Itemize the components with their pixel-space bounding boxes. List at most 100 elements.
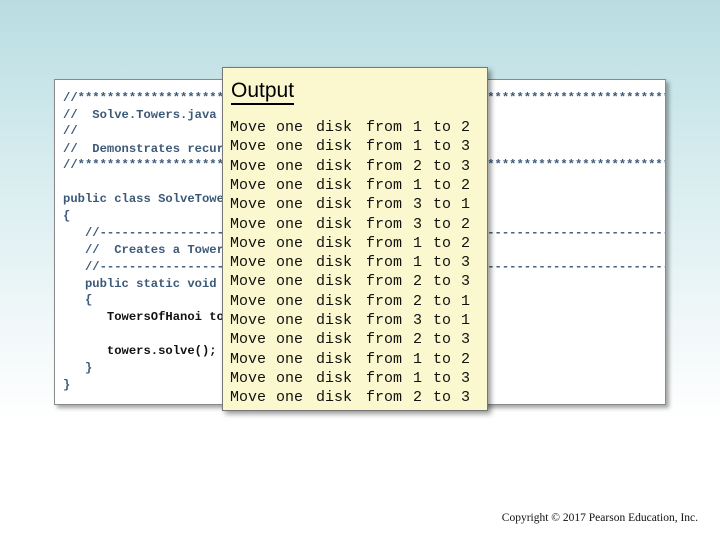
peg-from: 1: [413, 138, 423, 156]
word-disk: disk: [316, 389, 353, 407]
word-to: to: [433, 138, 452, 156]
word-move: Move: [230, 292, 267, 310]
peg-from: 3: [413, 196, 423, 214]
word-move: Move: [230, 138, 267, 156]
peg-to: 3: [461, 331, 471, 349]
word-one: one: [276, 331, 304, 349]
word-one: one: [276, 138, 304, 156]
word-disk: disk: [316, 369, 353, 387]
word-move: Move: [230, 196, 267, 214]
word-one: one: [276, 157, 304, 175]
peg-to: 3: [461, 389, 471, 407]
word-move: Move: [230, 234, 267, 252]
peg-to: 3: [461, 273, 471, 291]
word-from: from: [366, 119, 403, 136]
word-one: one: [276, 119, 304, 136]
code-line: }: [63, 378, 71, 392]
word-disk: disk: [316, 312, 353, 329]
code-line: }: [63, 361, 93, 375]
code-line: {: [63, 293, 93, 307]
peg-to: 2: [461, 234, 471, 252]
peg-to: 3: [461, 157, 471, 175]
peg-to: 3: [461, 254, 471, 272]
word-move: Move: [230, 273, 267, 291]
code-line: {: [63, 209, 71, 223]
word-to: to: [433, 369, 452, 387]
word-to: to: [433, 350, 452, 368]
output-title: Output: [231, 80, 295, 105]
word-from: from: [366, 292, 403, 310]
word-disk: disk: [316, 234, 353, 252]
peg-from: 1: [413, 350, 423, 368]
word-to: to: [433, 215, 452, 233]
peg-from: 3: [413, 312, 423, 329]
word-from: from: [366, 273, 403, 291]
word-one: one: [276, 196, 304, 214]
word-one: one: [276, 312, 304, 329]
code-line: //: [63, 124, 78, 138]
peg-to: 2: [461, 350, 471, 368]
word-disk: disk: [316, 138, 353, 156]
word-disk: disk: [316, 119, 353, 136]
peg-from: 1: [413, 369, 423, 387]
word-disk: disk: [316, 176, 353, 194]
word-one: one: [276, 215, 304, 233]
word-from: from: [366, 234, 403, 252]
word-to: to: [433, 176, 452, 194]
peg-to: 2: [461, 119, 471, 136]
word-disk: disk: [316, 254, 353, 272]
word-move: Move: [230, 350, 267, 368]
word-to: to: [433, 196, 452, 214]
word-one: one: [276, 350, 304, 368]
word-disk: disk: [316, 157, 353, 175]
word-disk: disk: [316, 331, 353, 349]
word-one: one: [276, 234, 304, 252]
word-from: from: [366, 254, 403, 272]
peg-to: 1: [461, 292, 471, 310]
code-line: towers.solve();: [63, 344, 217, 358]
word-disk: disk: [316, 292, 353, 310]
word-from: from: [366, 138, 403, 156]
peg-from: 2: [413, 157, 423, 175]
word-to: to: [433, 254, 452, 272]
word-from: from: [366, 215, 403, 233]
word-to: to: [433, 273, 452, 291]
word-from: from: [366, 369, 403, 387]
word-from: from: [366, 389, 403, 407]
word-from: from: [366, 312, 403, 329]
word-move: Move: [230, 119, 267, 136]
word-move: Move: [230, 157, 267, 175]
word-one: one: [276, 254, 304, 272]
word-to: to: [433, 119, 452, 136]
copyright-notice: Copyright © 2017 Pearson Education, Inc.: [501, 512, 698, 524]
word-from: from: [366, 176, 403, 194]
word-to: to: [433, 331, 452, 349]
peg-to: 1: [461, 312, 471, 329]
peg-from: 1: [413, 119, 423, 136]
peg-from: 1: [413, 176, 423, 194]
word-one: one: [276, 176, 304, 194]
peg-from: 1: [413, 234, 423, 252]
word-move: Move: [230, 176, 267, 194]
word-one: one: [276, 369, 304, 387]
word-disk: disk: [316, 215, 353, 233]
peg-to: 2: [461, 215, 471, 233]
peg-from: 2: [413, 292, 423, 310]
word-one: one: [276, 273, 304, 291]
word-one: one: [276, 389, 304, 407]
peg-from: 2: [413, 273, 423, 291]
peg-from: 2: [413, 331, 423, 349]
word-to: to: [433, 389, 452, 407]
word-from: from: [366, 157, 403, 175]
peg-to: 1: [461, 196, 471, 214]
word-disk: disk: [316, 196, 353, 214]
word-move: Move: [230, 312, 267, 329]
code-line: public class SolveTowers: [63, 192, 239, 206]
word-from: from: [366, 331, 403, 349]
word-disk: disk: [316, 273, 353, 291]
word-move: Move: [230, 389, 267, 407]
word-move: Move: [230, 215, 267, 233]
word-to: to: [433, 234, 452, 252]
word-from: from: [366, 350, 403, 368]
